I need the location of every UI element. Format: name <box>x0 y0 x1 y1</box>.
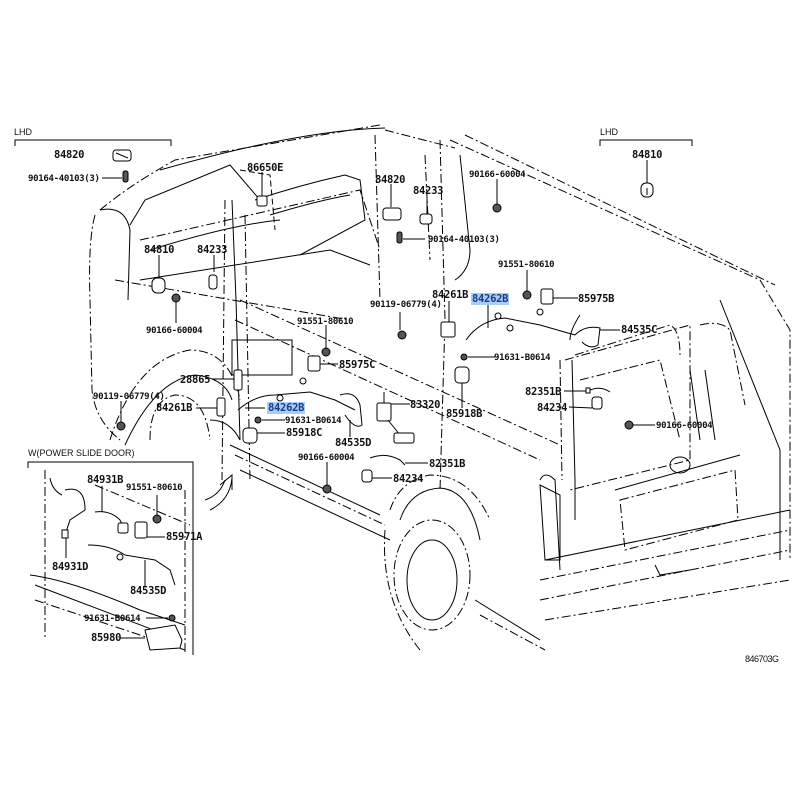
part-85918c-icon <box>242 427 285 444</box>
callout-86650e[interactable]: 86650E <box>247 162 284 174</box>
part-83320-icon <box>376 392 415 444</box>
callout-90164-lhd[interactable]: 90164-40103(3) <box>28 174 100 184</box>
callout-84535d-door[interactable]: 84535D <box>130 585 167 597</box>
harness-84535d-icon <box>339 393 363 437</box>
part-84233-right-icon <box>419 195 433 225</box>
part-85971a-icon <box>134 521 165 539</box>
part-84810-lhd-icon <box>640 160 654 198</box>
harness-84535c-icon <box>574 326 620 348</box>
harness-84535d-door-icon <box>87 544 176 586</box>
screw-90119-left-icon <box>116 401 126 431</box>
callout-84233-right[interactable]: 84233 <box>413 185 444 197</box>
callout-82351b-rear[interactable]: 82351B <box>525 386 562 398</box>
part-85975b-icon <box>540 288 578 305</box>
callout-84931b[interactable]: 84931B <box>87 474 124 486</box>
callout-90166-left[interactable]: 90166-60004 <box>146 326 203 336</box>
callout-84233-left[interactable]: 84233 <box>197 244 228 256</box>
screw-91551-c-icon <box>321 325 331 357</box>
part-84931b-icon <box>94 486 129 534</box>
screw-91551-door-icon <box>152 495 162 524</box>
screw-90164-icon <box>396 231 425 244</box>
screw-90166-rear-icon <box>624 420 655 430</box>
lhd-bracket-right <box>599 139 693 146</box>
harness-84262b-right-icon <box>465 305 576 341</box>
section-label-power-slide-door: W(POWER SLIDE DOOR) <box>28 448 135 458</box>
part-28865-icon <box>212 369 243 391</box>
callout-91551-c[interactable]: 91551-80610 <box>297 317 354 327</box>
section-label-lhd-left: LHD <box>14 127 33 137</box>
callout-84262b-right-highlighted[interactable]: 84262B <box>471 293 510 305</box>
part-85975c-icon <box>307 355 338 372</box>
callout-91551-b[interactable]: 91551-80610 <box>498 260 555 270</box>
part-82351b-rear-icon <box>564 387 611 394</box>
callout-84810-lhd[interactable]: 84810 <box>632 149 663 161</box>
callout-85918b[interactable]: 85918B <box>446 408 483 420</box>
callout-85980[interactable]: 85980 <box>91 632 122 644</box>
battery-outline <box>231 339 293 376</box>
callout-84810[interactable]: 84810 <box>144 244 175 256</box>
screw-91551-b-icon <box>522 270 532 300</box>
part-84810-icon <box>151 255 166 294</box>
screw-90166-low-icon <box>322 462 332 494</box>
screw-90164-lhd-icon <box>102 170 129 183</box>
callout-84234-rear[interactable]: 84234 <box>537 402 568 414</box>
callout-90164[interactable]: 90164-40103(3) <box>428 235 500 245</box>
callout-91631-right[interactable]: 91631-B0614 <box>494 353 551 363</box>
callout-90166-low[interactable]: 90166-60004 <box>298 453 355 463</box>
van-body-outline <box>89 124 791 651</box>
part-85918b-icon <box>454 366 470 408</box>
callout-84820[interactable]: 84820 <box>375 174 406 186</box>
part-85980-icon <box>120 624 183 651</box>
part-84820-icon <box>382 184 402 221</box>
callout-84535c[interactable]: 84535C <box>621 324 658 336</box>
part-84233-left-icon <box>208 255 218 290</box>
section-label-lhd-right: LHD <box>600 127 619 137</box>
callout-84820-lhd[interactable]: 84820 <box>54 149 85 161</box>
callout-90119-right[interactable]: 90119-06779(4) <box>370 300 442 310</box>
callout-91551-door[interactable]: 91551-80610 <box>126 483 183 493</box>
callout-84262b-left-highlighted[interactable]: 84262B <box>267 402 306 414</box>
part-84234-low-icon <box>361 469 392 483</box>
callout-84261b-left[interactable]: 84261B <box>156 402 193 414</box>
callout-82351b-low[interactable]: 82351B <box>429 458 466 470</box>
harness-84931d-icon <box>61 488 86 558</box>
callout-84535d[interactable]: 84535D <box>335 437 372 449</box>
callout-28865[interactable]: 28865 <box>180 374 211 386</box>
part-84234-rear-icon <box>568 396 603 410</box>
callout-85975c[interactable]: 85975C <box>339 359 376 371</box>
callout-85918c[interactable]: 85918C <box>286 427 323 439</box>
callout-90119-left[interactable]: 90119-06779(4) <box>93 392 165 402</box>
part-86650e-icon <box>256 172 268 207</box>
callout-83320[interactable]: 83320 <box>410 399 441 411</box>
callout-91631-left[interactable]: 91631-B0614 <box>285 416 342 426</box>
figure-code: 846703G <box>745 654 779 664</box>
screw-90166-left-icon <box>171 293 181 323</box>
callout-91631-door[interactable]: 91631-B0614 <box>84 614 141 624</box>
screw-90119-right-icon <box>397 312 407 340</box>
callout-85975b[interactable]: 85975B <box>578 293 615 305</box>
callout-85971a[interactable]: 85971A <box>166 531 203 543</box>
screw-91631-right-icon <box>460 353 495 361</box>
part-84261b-right-icon <box>440 301 456 338</box>
power-slide-door-inset-frame <box>27 461 194 655</box>
screw-90166-top-icon <box>492 179 502 213</box>
harness-84262b-left-icon <box>237 377 356 411</box>
callout-90166-rear[interactable]: 90166-60004 <box>656 421 713 431</box>
callout-84931d[interactable]: 84931D <box>52 561 89 573</box>
callout-84234-low[interactable]: 84234 <box>393 473 424 485</box>
part-84820-lhd-icon <box>112 149 132 162</box>
callout-90166-top[interactable]: 90166-60004 <box>469 170 526 180</box>
screw-91631-left-icon <box>254 416 285 424</box>
screw-91631-door-icon <box>146 614 176 622</box>
callout-84261b-right[interactable]: 84261B <box>432 289 469 301</box>
part-82351b-low-icon <box>369 454 428 466</box>
part-84261b-left-icon <box>196 397 226 417</box>
lhd-bracket-left <box>14 139 172 146</box>
